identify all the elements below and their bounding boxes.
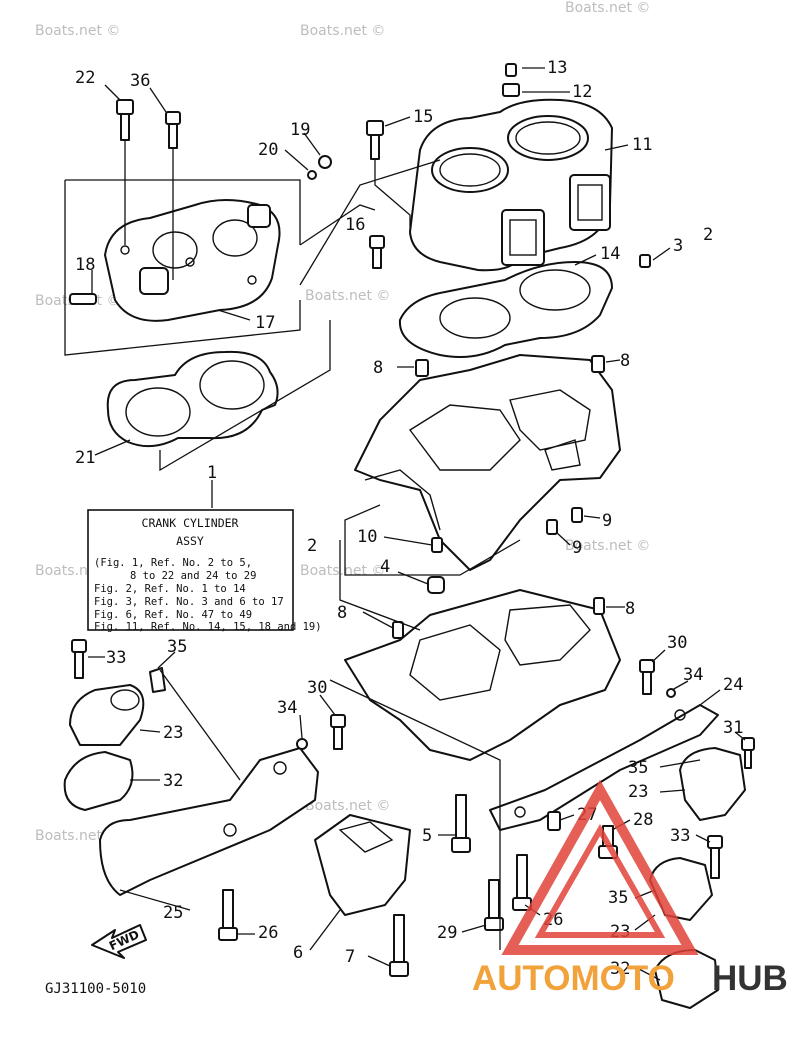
cylinder-gasket	[398, 254, 651, 358]
callout-34: 34	[683, 665, 703, 685]
callout-29: 29	[437, 923, 457, 943]
callout-32: 32	[163, 771, 183, 791]
assembly-note-subtitle: ASSY	[176, 534, 204, 548]
assembly-note-line: 8 to 22 and 24 to 29	[130, 570, 256, 582]
brand-wordmark-auto: AUTOMOTO	[472, 959, 675, 998]
callout-36: 36	[130, 71, 150, 91]
assy-leaders	[159, 480, 521, 950]
callout-35: 35	[167, 637, 187, 657]
callout-20: 20	[258, 140, 278, 160]
callout-9: 9	[602, 511, 612, 531]
assembly-note: CRANK CYLINDER ASSY (Fig. 1, Ref. No. 2 …	[87, 509, 322, 633]
lower-cover	[314, 814, 411, 977]
callout-33: 33	[106, 648, 126, 668]
callout-35: 35	[608, 888, 628, 908]
dowel-pins	[427, 507, 583, 594]
callout-12: 12	[572, 82, 592, 102]
cylinder-bolts	[299, 120, 441, 286]
diagram-code: GJ31100-5010	[45, 981, 146, 997]
callout-23: 23	[163, 723, 183, 743]
callout-6: 6	[293, 943, 303, 963]
callout-2: 2	[703, 225, 713, 245]
callout-leaders	[88, 67, 746, 981]
callout-25: 25	[163, 903, 183, 923]
callout-2: 2	[307, 536, 317, 556]
callout-33: 33	[670, 826, 690, 846]
forward-arrow: FWD	[91, 924, 147, 959]
watermark-text: Boats.net ©	[300, 563, 385, 579]
callout-4: 4	[380, 557, 390, 577]
assembly-note-line: Fig. 11, Ref. No. 14, 15, 18 and 19)	[94, 621, 322, 633]
callout-7: 7	[345, 947, 355, 967]
callout-8: 8	[337, 603, 347, 623]
callout-35: 35	[628, 758, 648, 778]
lower-crankcase	[344, 589, 621, 761]
watermark-text: Boats.net ©	[35, 23, 120, 39]
callout-8: 8	[373, 358, 383, 378]
callout-34: 34	[277, 698, 297, 718]
assembly-note-line: Fig. 2, Ref. No. 1 to 14	[94, 583, 246, 595]
callout-3: 3	[673, 236, 683, 256]
assembly-note-title: CRANK CYLINDER	[142, 516, 239, 530]
left-engine-mount	[63, 639, 166, 811]
callout-21: 21	[75, 448, 95, 468]
callout-1: 1	[207, 463, 217, 483]
upper-crankcase	[354, 354, 621, 571]
callout-22: 22	[75, 68, 95, 88]
assembly-note-line: Fig. 6, Ref. No. 47 to 49	[94, 609, 252, 621]
callout-19: 19	[290, 120, 310, 140]
callout-23: 23	[628, 782, 648, 802]
automotohub-logo: AUTOMOTO HUB	[472, 779, 788, 998]
assembly-note-line: (Fig. 1, Ref. No. 2 to 5,	[94, 557, 252, 569]
callout-16: 16	[345, 215, 365, 235]
callout-10: 10	[357, 527, 377, 547]
callout-18: 18	[75, 255, 95, 275]
callout-17: 17	[255, 313, 275, 333]
head-bolts	[69, 99, 332, 305]
callout-9: 9	[572, 538, 582, 558]
callout-26: 26	[258, 923, 278, 943]
watermark-text: Boats.net ©	[305, 798, 390, 814]
callout-28: 28	[633, 810, 653, 830]
cylinder-block	[409, 63, 613, 272]
callout-24: 24	[723, 675, 743, 695]
callout-8: 8	[620, 351, 630, 371]
callout-labels: 1 2 2 3 4 5 6 7 8 8 8 8 9 9 10 11 12 13 …	[75, 58, 743, 979]
assembly-note-box	[87, 509, 294, 631]
watermark-text: Boats.net ©	[565, 0, 650, 16]
cylinder-head-cover	[64, 179, 301, 356]
callout-32: 32	[610, 959, 630, 979]
engine-mount-brackets	[99, 704, 719, 896]
assembly-note-line: Fig. 3, Ref. No. 3 and 6 to 17	[94, 596, 284, 608]
callout-14: 14	[600, 244, 620, 264]
head-gasket	[106, 320, 331, 472]
callout-30: 30	[307, 678, 327, 698]
callout-13: 13	[547, 58, 567, 78]
callout-11: 11	[632, 135, 652, 155]
brand-wordmark-hub: HUB	[712, 959, 788, 998]
callout-8: 8	[625, 599, 635, 619]
callout-15: 15	[413, 107, 433, 127]
callout-5: 5	[422, 826, 432, 846]
callout-31: 31	[723, 718, 743, 738]
watermark-text: Boats.net ©	[300, 23, 385, 39]
watermark-text: Boats.net ©	[305, 288, 390, 304]
watermark-text: Boats.net ©	[565, 538, 650, 554]
callout-30: 30	[667, 633, 687, 653]
